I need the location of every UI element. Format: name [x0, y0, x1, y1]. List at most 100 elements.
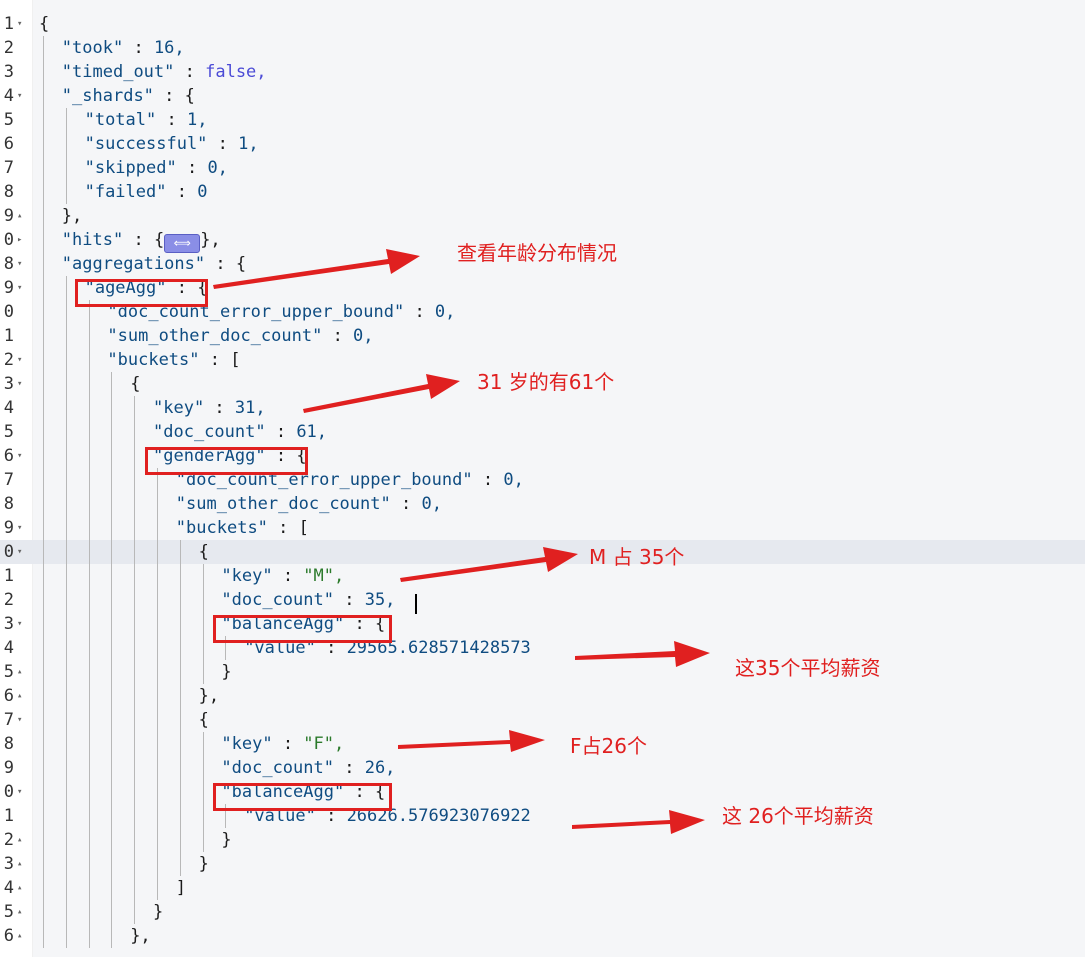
code-text: "doc_count" : 61, — [153, 420, 327, 444]
fold-toggle-icon[interactable]: ▾ — [17, 19, 23, 29]
line-number: 3 — [3, 614, 14, 634]
fold-toggle-icon[interactable]: ▾ — [17, 715, 23, 725]
indent-guide — [111, 372, 113, 948]
code-line[interactable]: 3▴} — [0, 852, 1085, 876]
code-line[interactable]: 7"doc_count_error_upper_bound" : 0, — [0, 468, 1085, 492]
code-line[interactable]: 4▴] — [0, 876, 1085, 900]
code-line[interactable]: 5"doc_count" : 61, — [0, 420, 1085, 444]
fold-close-icon[interactable]: ▴ — [17, 835, 23, 845]
fold-close-icon[interactable]: ▴ — [17, 859, 23, 869]
json-separator: : — [315, 638, 347, 658]
fold-toggle-icon[interactable]: ▾ — [17, 787, 23, 797]
json-separator: : — [156, 110, 187, 130]
code-line[interactable]: 5"total" : 1, — [0, 108, 1085, 132]
bracket: { — [39, 14, 50, 34]
fold-close-icon[interactable]: ▴ — [17, 211, 23, 221]
json-value: 29565.628571428573 — [346, 638, 531, 658]
code-text: "total" : 1, — [85, 108, 208, 132]
code-line[interactable]: 0▾"balanceAgg" : { — [0, 780, 1085, 804]
fold-close-icon[interactable]: ▴ — [17, 931, 23, 941]
code-text: "_shards" : { — [62, 84, 195, 108]
fold-toggle-icon[interactable]: ▾ — [17, 547, 23, 557]
code-line[interactable]: 9▴}, — [0, 204, 1085, 228]
highlight-balanceAgg-f — [213, 783, 392, 811]
code-line[interactable]: 9▾"buckets" : [ — [0, 516, 1085, 540]
code-line[interactable]: 6▴}, — [0, 684, 1085, 708]
code-text: }, — [199, 684, 219, 708]
line-number: 1 — [3, 14, 14, 34]
fold-toggle-icon[interactable]: ▾ — [17, 355, 23, 365]
line-number: 9 — [3, 206, 14, 226]
code-text: "doc_count_error_upper_bound" : 0, — [176, 468, 524, 492]
code-line[interactable]: 6▾"genderAgg" : { — [0, 444, 1085, 468]
code-line[interactable]: 4"key" : 31, — [0, 396, 1085, 420]
fold-toggle-icon[interactable]: ▾ — [17, 619, 23, 629]
code-line[interactable]: 3▾ "balanceAgg" : { — [0, 612, 1085, 636]
fold-close-icon[interactable]: ▴ — [17, 691, 23, 701]
json-key: "key" — [221, 734, 273, 754]
json-key: "balanceAgg" — [221, 614, 345, 634]
code-line[interactable]: 8"sum_other_doc_count" : 0, — [0, 492, 1085, 516]
code-text: "timed_out" : false, — [62, 60, 267, 84]
code-line[interactable]: 4▾"_shards" : { — [0, 84, 1085, 108]
code-line[interactable]: 7▾{ — [0, 708, 1085, 732]
code-line[interactable]: 0"doc_count_error_upper_bound" : 0, — [0, 300, 1085, 324]
code-line[interactable]: 9▾"ageAgg" : { — [0, 276, 1085, 300]
code-line[interactable]: 1▾ { — [0, 12, 1085, 36]
code-line[interactable]: 2"took" : 16, — [0, 36, 1085, 60]
code-line[interactable]: 8"failed" : 0 — [0, 180, 1085, 204]
json-separator: : — [333, 590, 365, 610]
json-key: "balanceAgg" — [221, 782, 345, 802]
fold-toggle-icon[interactable]: ▾ — [17, 451, 23, 461]
code-text: } — [221, 828, 231, 852]
code-line[interactable]: 1"key" : "M", — [0, 564, 1085, 588]
bracket: { — [130, 374, 141, 394]
code-line[interactable]: 5▴} — [0, 660, 1085, 684]
code-line[interactable]: 6▴}, — [0, 924, 1085, 948]
code-line[interactable]: 3▾{ — [0, 372, 1085, 396]
code-text: "balanceAgg" : { — [221, 612, 385, 636]
code-text: "took" : 16, — [62, 36, 185, 60]
code-line[interactable]: 2▾"buckets" : [ — [0, 348, 1085, 372]
fold-toggle-icon[interactable]: ▾ — [17, 259, 23, 269]
note-female-count: F占26个 — [570, 734, 647, 758]
fold-close-icon[interactable]: ▴ — [17, 907, 23, 917]
code-line[interactable]: 8▾"aggregations" : { — [0, 252, 1085, 276]
code-line[interactable]: 5▴} — [0, 900, 1085, 924]
line-number: 5 — [3, 662, 14, 682]
code-area[interactable] — [33, 0, 1085, 957]
code-line[interactable]: 0▸"hits" : {⟺}, — [0, 228, 1085, 253]
code-line[interactable]: 3"timed_out" : false, — [0, 60, 1085, 84]
json-separator: : — [123, 230, 154, 250]
ellipsis-icon[interactable]: ⟺ — [164, 234, 201, 253]
fold-toggle-icon[interactable]: ▾ — [17, 283, 23, 293]
json-separator: : — [205, 254, 236, 274]
json-key: "aggregations" — [61, 254, 206, 274]
note-male-avg: 这35个平均薪资 — [735, 656, 881, 680]
bracket: } — [221, 662, 232, 682]
code-line[interactable]: 1"value" : 26626.576923076922 — [0, 804, 1085, 828]
code-line[interactable]: 2▴} — [0, 828, 1085, 852]
line-number: 6 — [3, 134, 14, 154]
indent-guide — [179, 540, 181, 876]
fold-toggle-icon[interactable]: ▾ — [17, 379, 23, 389]
code-line[interactable]: 1"sum_other_doc_count" : 0, — [0, 324, 1085, 348]
code-line[interactable]: 8"key" : "F", — [0, 732, 1085, 756]
code-line[interactable]: 7"skipped" : 0, — [0, 156, 1085, 180]
code-text: { — [39, 12, 49, 36]
json-key: "doc_count" — [153, 422, 266, 442]
bracket: } — [221, 830, 232, 850]
fold-close-icon[interactable]: ▴ — [17, 883, 23, 893]
code-line[interactable]: 4"value" : 29565.628571428573 — [0, 636, 1085, 660]
code-line[interactable]: 6"successful" : 1, — [0, 132, 1085, 156]
fold-toggle-icon[interactable]: ▾ — [17, 91, 23, 101]
fold-close-icon[interactable]: ▴ — [17, 667, 23, 677]
line-number: 7 — [3, 710, 14, 730]
fold-toggle-icon[interactable]: ▸ — [17, 235, 23, 245]
code-line[interactable]: 2"doc_count" : 35, — [0, 588, 1085, 612]
json-value: { — [235, 254, 247, 274]
code-line[interactable]: 9"doc_count" : 26, — [0, 756, 1085, 780]
fold-toggle-icon[interactable]: ▾ — [17, 523, 23, 533]
highlight-genderAgg — [145, 447, 308, 475]
